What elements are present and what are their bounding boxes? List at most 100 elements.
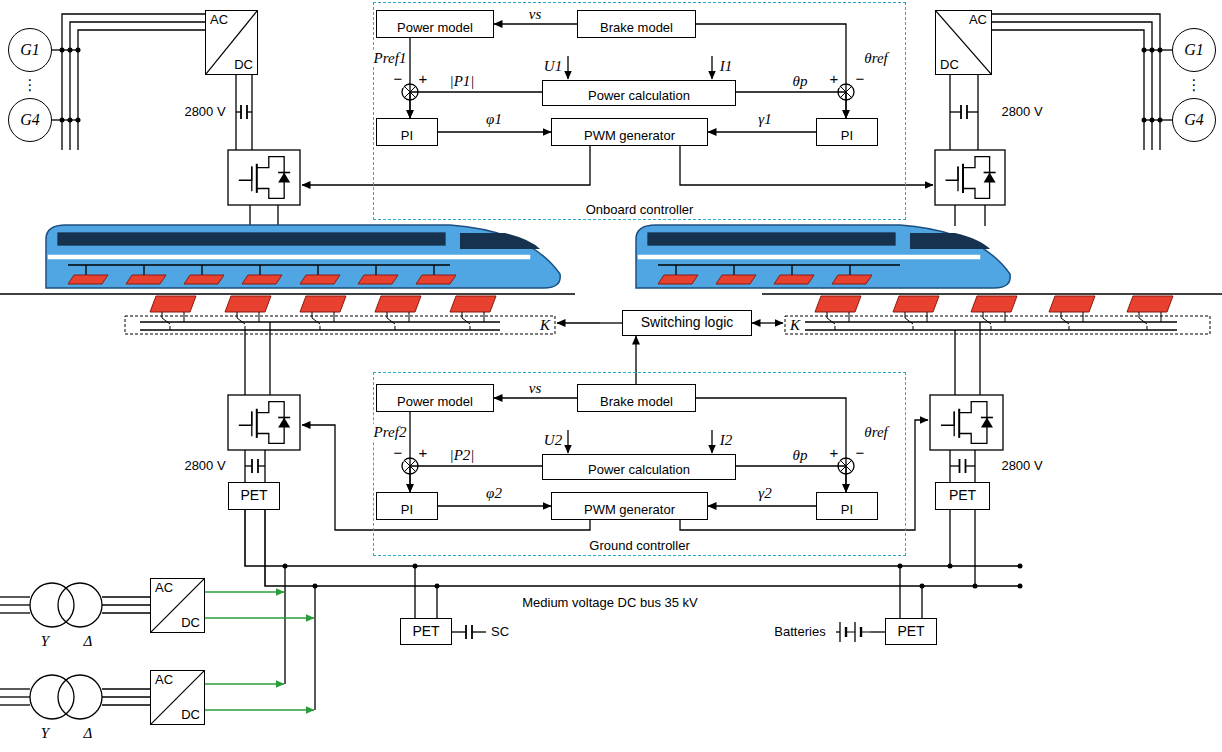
capacitor-lead	[472, 631, 486, 632]
coil-lead	[184, 312, 185, 322]
junction-dot	[413, 564, 418, 569]
ground-coil	[815, 296, 861, 312]
converter-box: PET	[228, 482, 280, 510]
controller-region: Onboard controllerPower modelBrake model…	[373, 2, 906, 220]
wire	[414, 566, 415, 618]
storage-label: SC	[490, 625, 510, 639]
sign: +	[418, 445, 429, 462]
ac-bus	[62, 14, 205, 150]
junction-dot	[76, 48, 81, 53]
junction-dot	[68, 48, 73, 53]
signal-name: γ2	[757, 485, 772, 502]
signal-name: θref	[863, 50, 888, 67]
node-text: DC	[234, 58, 253, 72]
ac-bus	[992, 14, 1160, 150]
signal-connector	[736, 466, 846, 492]
train-stripe	[638, 255, 980, 259]
coil-switch	[1061, 312, 1069, 324]
train-windows	[58, 233, 445, 245]
coil-switch	[991, 326, 992, 330]
coil-switch	[387, 312, 395, 324]
mosfet-gate	[946, 167, 959, 181]
onboard-coil-wire	[143, 265, 144, 275]
train-windshield	[910, 233, 990, 249]
train-body	[636, 225, 1010, 288]
node-text: PI	[377, 129, 437, 143]
signal-name: I1	[719, 58, 734, 75]
generator-lead	[52, 49, 78, 50]
measurement-arrow	[711, 56, 712, 79]
ac-line	[102, 596, 150, 597]
node-text: Power calculation	[543, 463, 735, 477]
signal-name: vs	[528, 6, 543, 23]
node-text: PET	[240, 488, 267, 503]
controller-box: PI	[376, 118, 438, 146]
wire	[954, 330, 955, 395]
coil-switch	[162, 312, 170, 324]
controller-box: PI	[816, 118, 878, 146]
train-windshield	[460, 233, 540, 249]
junction-dot	[1150, 48, 1155, 53]
converter-diagonal	[151, 579, 204, 632]
capacitor-plate	[471, 625, 473, 639]
converter-box: ACDC	[935, 10, 992, 75]
onboard-coil-wire	[849, 265, 850, 275]
diode-bar	[278, 417, 290, 419]
mosfet-gate	[941, 412, 954, 426]
battery-lead	[846, 632, 855, 633]
transformer-winding	[58, 675, 102, 719]
ground-coil	[1049, 296, 1095, 312]
converter-diagonal	[151, 671, 204, 724]
onboard-coil	[658, 275, 698, 284]
ac-line	[0, 704, 30, 705]
diode-bar	[984, 172, 996, 174]
wire	[949, 510, 950, 566]
switch-label: K	[789, 317, 801, 334]
switch-box	[228, 395, 300, 450]
converter-box: ACDC	[150, 578, 205, 633]
storage-label: Batteries	[773, 625, 826, 639]
diode-symbol	[984, 173, 996, 183]
ground-coil	[893, 296, 939, 312]
train-windows	[648, 233, 895, 245]
sign: +	[418, 71, 429, 88]
junction-dot	[1018, 564, 1023, 569]
dc-bus	[265, 510, 1020, 586]
battery-lead	[861, 632, 870, 633]
wire	[269, 322, 270, 395]
diode-symbol	[278, 173, 290, 183]
ac-bus	[992, 30, 1144, 150]
winding-label: Δ	[83, 725, 94, 742]
ac-bus	[78, 30, 205, 150]
ground-coil	[150, 296, 196, 312]
coil-rail	[805, 321, 1177, 322]
onboard-coil-wire	[675, 265, 676, 275]
capacitor-plate	[959, 459, 961, 473]
node-text: Power calculation	[543, 89, 735, 103]
wire	[277, 205, 278, 226]
ac-line	[102, 688, 150, 689]
coil-switch	[827, 312, 835, 324]
ground-coil	[1127, 296, 1173, 312]
onboard-coil-wire	[68, 264, 450, 265]
coil-switch	[320, 326, 321, 330]
node-text: AC	[210, 13, 228, 27]
onboard-coil-wire	[733, 265, 734, 275]
coil-lead	[259, 312, 260, 322]
coil-switch	[983, 312, 991, 324]
train-stripe	[48, 255, 530, 259]
region-heading: Ground controller	[374, 539, 905, 553]
coil-lead	[1083, 312, 1084, 322]
voltage-label: 2800 V	[183, 459, 226, 473]
junction-dot	[68, 118, 73, 123]
node-text: Switching logic	[641, 315, 734, 330]
sign: −	[855, 71, 866, 88]
wire	[974, 510, 975, 586]
gate-signal	[302, 146, 590, 185]
coil-lead	[1005, 312, 1006, 322]
node-text: AC	[155, 581, 173, 595]
coil-lead	[334, 312, 335, 322]
ac-line	[0, 596, 30, 597]
node-text: Power model	[377, 21, 493, 35]
